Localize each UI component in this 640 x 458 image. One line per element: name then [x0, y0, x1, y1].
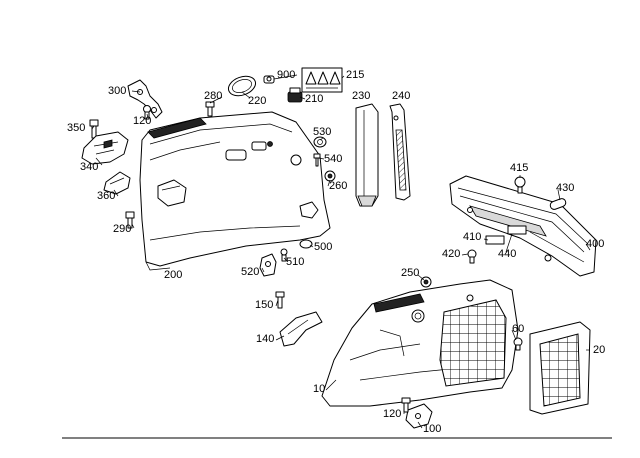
label-120-lower: 120 — [383, 408, 402, 420]
label-415: 415 — [510, 162, 529, 174]
part-530-grommet — [313, 136, 327, 148]
label-220: 220 — [248, 95, 267, 107]
label-500: 500 — [314, 241, 333, 253]
part-340-carrier — [81, 131, 129, 165]
label-430: 430 — [556, 182, 575, 194]
part-200-side-trim-panel — [139, 111, 331, 271]
part-440-pad — [507, 225, 527, 235]
label-510: 510 — [286, 256, 305, 268]
label-900: 900 — [277, 69, 296, 81]
part-100-bracket — [405, 403, 433, 429]
part-280-bolt — [205, 101, 215, 117]
label-210: 210 — [305, 93, 324, 105]
part-210-socket — [287, 87, 303, 103]
part-230-trim-strip — [355, 103, 379, 207]
label-100: 100 — [423, 423, 442, 435]
part-240-rail — [389, 103, 411, 201]
part-250-grommet — [420, 276, 432, 288]
part-120-screw — [143, 105, 151, 120]
part-10-lower-side-panel — [321, 279, 519, 407]
label-230: 230 — [352, 90, 371, 102]
label-215: 215 — [346, 69, 365, 81]
label-300: 300 — [108, 85, 127, 97]
part-150-screw — [275, 291, 285, 309]
label-240: 240 — [392, 90, 411, 102]
label-350: 350 — [67, 122, 86, 134]
label-280: 280 — [204, 90, 223, 102]
part-540-pin — [313, 153, 321, 167]
label-520: 520 — [241, 266, 260, 278]
label-400: 400 — [586, 238, 605, 250]
part-300-bracket — [127, 79, 163, 119]
label-360: 360 — [97, 190, 116, 202]
part-360-clip — [103, 171, 131, 195]
leader-lines — [91, 74, 591, 429]
label-200: 200 — [164, 269, 183, 281]
part-120-screw-lower — [401, 397, 411, 413]
label-290: 290 — [113, 223, 132, 235]
part-410-plate — [485, 235, 505, 245]
label-60: 60 — [512, 323, 525, 335]
part-290-screw — [125, 211, 135, 229]
label-540: 540 — [324, 153, 343, 165]
part-350-screw — [89, 119, 99, 139]
label-120-upper: 120 — [133, 115, 152, 127]
label-10: 10 — [313, 383, 326, 395]
label-260: 260 — [329, 180, 348, 192]
label-340: 340 — [80, 161, 99, 173]
part-900-clip — [263, 75, 275, 84]
part-20-grille-cover — [529, 321, 591, 415]
label-420: 420 — [442, 248, 461, 260]
part-520-bracket — [259, 253, 277, 277]
part-430-cover — [549, 198, 567, 210]
label-530: 530 — [313, 126, 332, 138]
part-140-bracket — [279, 311, 323, 347]
label-250: 250 — [401, 267, 420, 279]
label-140: 140 — [256, 333, 275, 345]
part-420-screw — [467, 249, 477, 264]
label-440: 440 — [498, 248, 517, 260]
label-20: 20 — [593, 344, 606, 356]
label-150: 150 — [255, 299, 274, 311]
part-500-clip — [299, 239, 313, 249]
label-410: 410 — [463, 231, 482, 243]
part-215-warning-label — [301, 67, 343, 93]
